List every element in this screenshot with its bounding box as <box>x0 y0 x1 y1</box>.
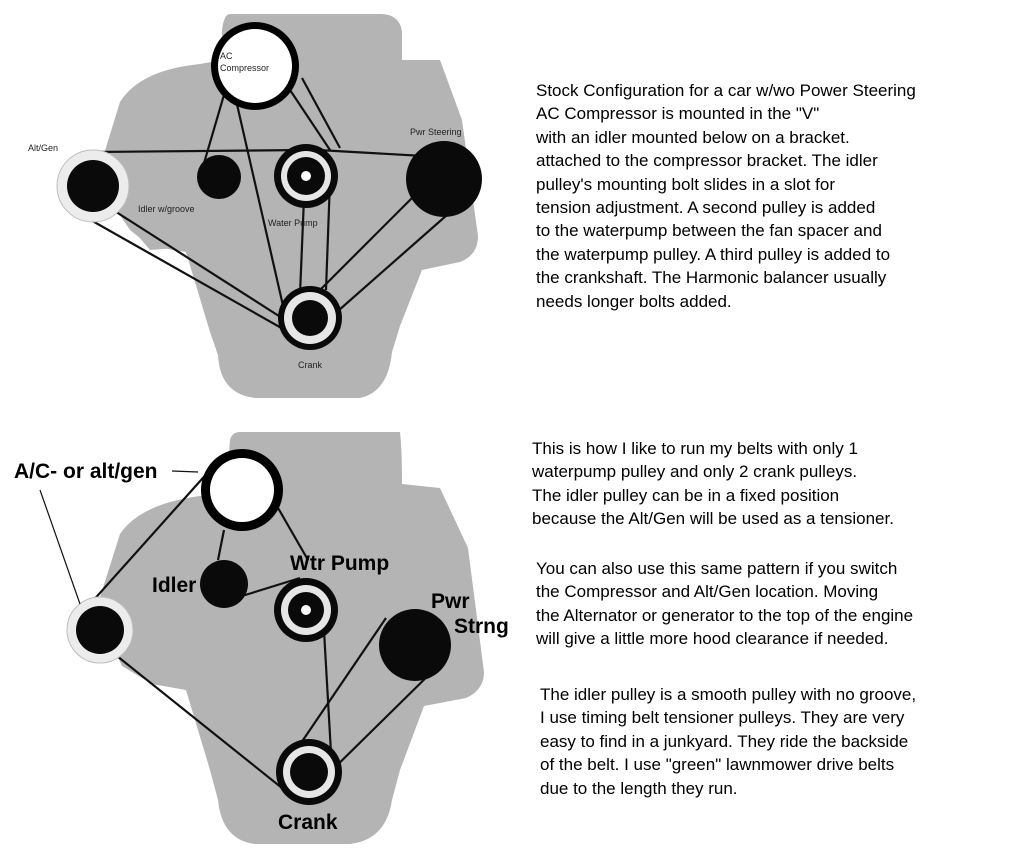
ac-alt-label-2: A/C- or alt/gen <box>14 460 158 483</box>
caption-1-line: tension adjustment. A second pulley is a… <box>536 198 876 218</box>
ac-alt-pulley-2 <box>201 449 283 531</box>
diagram-1: AC Compressor Alt/Gen Idler w/groove Wat… <box>28 14 482 398</box>
caption-2-line: You can also use this same pattern if yo… <box>536 559 898 578</box>
caption-1-line: attached to the compressor bracket. The … <box>536 151 878 171</box>
caption-2-line: I use timing belt tensioner pulleys. The… <box>540 708 905 728</box>
pwr-label-2: Pwr <box>431 590 470 613</box>
ac-label-line-1: AC <box>220 51 233 61</box>
caption-2-line: the Alternator or generator to the top o… <box>536 605 914 625</box>
caption-1-line: Stock Configuration for a car w/wo Power… <box>536 81 916 100</box>
idler-pulley-1 <box>197 155 241 199</box>
idler-label-1: Idler w/groove <box>138 204 195 214</box>
diagram-2: A/C- or alt/gen Idler Wtr Pump Pwr Strng… <box>14 432 509 844</box>
idler-pulley-2 <box>200 560 248 608</box>
crank-label-2: Crank <box>278 811 338 834</box>
idler-label-2: Idler <box>152 574 196 597</box>
caption-2-line: of the belt. I use "green" lawnmower dri… <box>540 755 895 775</box>
water-pump-pulley-2 <box>274 578 338 642</box>
caption-1-line: the crankshaft. The Harmonic balancer us… <box>536 268 887 288</box>
alt-gen-label-1: Alt/Gen <box>28 143 58 153</box>
crank-pulley-2 <box>276 739 342 805</box>
caption-2-line: The idler pulley can be in a fixed posit… <box>532 485 840 505</box>
caption-2-line: due to the length they run. <box>540 778 738 798</box>
caption-diagram-2-p2: You can also use this same pattern if yo… <box>536 557 913 651</box>
caption-1-line: AC Compressor is mounted in the "V" <box>536 104 820 124</box>
crank-pulley-1 <box>278 286 342 350</box>
engine-bracket-2 <box>130 642 178 684</box>
caption-diagram-1: Stock Configuration for a car w/wo Power… <box>536 79 916 313</box>
engine-bracket-1 <box>128 214 176 250</box>
water-pump-label-1: Water Pump <box>268 218 318 228</box>
caption-2-line: easy to find in a junkyard. They ride th… <box>540 731 909 751</box>
caption-2-line: the Compressor and Alt/Gen location. Mov… <box>536 582 879 602</box>
caption-2-line: The idler pulley is a smooth pulley with… <box>540 685 917 704</box>
caption-2-line: waterpump pulley and only 2 crank pulley… <box>532 462 858 482</box>
caption-2-line: will give a little more hood clearance i… <box>536 629 889 649</box>
engine-block-1 <box>96 14 478 398</box>
engine-block-2 <box>96 432 484 844</box>
alt-gen-pulley-1 <box>56 149 130 223</box>
caption-2-line: This is how I like to run my belts with … <box>532 439 858 458</box>
caption-1-line: the waterpump pulley. A third pulley is … <box>536 244 891 264</box>
alt-gen-pulley-2 <box>66 596 134 664</box>
ac-label-line-2: Compressor <box>220 63 269 73</box>
ac-compressor-pulley-1 <box>211 22 299 110</box>
caption-diagram-2-p3: The idler pulley is a smooth pulley with… <box>540 683 916 800</box>
caption-diagram-2-p1: This is how I like to run my belts with … <box>532 437 894 531</box>
crank-label-1: Crank <box>298 360 323 370</box>
power-steering-pulley-2 <box>379 609 451 681</box>
power-steering-pulley-1 <box>406 141 482 217</box>
caption-1-line: pulley's mounting bolt slides in a slot … <box>536 174 836 194</box>
pwr-steering-label-1: Pwr Steering <box>410 127 462 137</box>
leader-lines-2 <box>39 470 199 605</box>
caption-1-line: needs longer bolts added. <box>536 291 732 311</box>
wtr-pump-label-2: Wtr Pump <box>290 552 389 575</box>
water-pump-pulley-1 <box>274 144 338 208</box>
caption-1-line: to the waterpump between the fan spacer … <box>536 221 882 241</box>
caption-1-line: with an idler mounted below on a bracket… <box>536 127 850 147</box>
belts-1 <box>65 77 465 335</box>
caption-2-line: because the Alt/Gen will be used as a te… <box>532 509 894 529</box>
strng-label-2: Strng <box>454 615 509 638</box>
